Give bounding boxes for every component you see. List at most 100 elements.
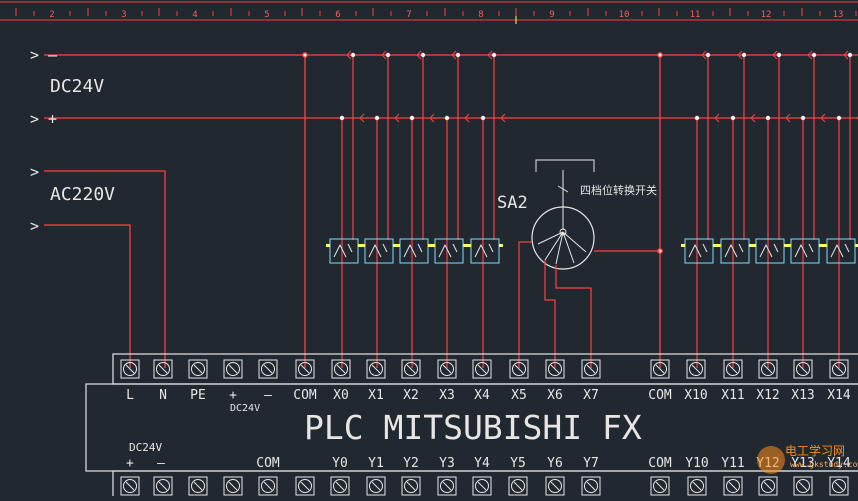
terminal-screw-slot [728, 364, 738, 374]
output-terminal-label: Y4 [474, 456, 490, 471]
sensor-contact-icon [333, 243, 353, 258]
terminal-screw-icon [512, 362, 526, 376]
junction-dot [694, 115, 700, 121]
input-terminal [723, 359, 743, 379]
terminal-screw-slot [691, 364, 701, 374]
terminal-screw-slot [336, 364, 346, 374]
terminal-screw-slot [477, 481, 487, 491]
x5-wire [518, 241, 532, 368]
bottom-minus-label: — [157, 456, 165, 471]
output-terminal [437, 476, 457, 496]
bottom-plus-label: + [126, 456, 134, 471]
terminal-screw-slot [335, 481, 345, 491]
junction-dot [480, 115, 486, 121]
sensor-box [364, 238, 394, 264]
sensor-box [826, 238, 856, 264]
proximity-sensor [396, 50, 435, 368]
junction-dot [339, 115, 345, 121]
input-terminal [545, 359, 565, 379]
ruler-number: 8 [478, 10, 483, 20]
ruler-number: 6 [335, 10, 340, 20]
junction-dot [836, 115, 842, 121]
input-terminal-strip [112, 353, 858, 385]
input-terminal-label: L [126, 388, 134, 403]
terminal-screw-slot [263, 481, 273, 491]
junction-dot [302, 52, 308, 58]
ac-neutral-label: > [30, 217, 39, 235]
junction-dot [350, 52, 356, 58]
junction-dot [420, 52, 426, 58]
bus-arrow [701, 50, 707, 60]
terminal-screw-icon [548, 479, 562, 493]
terminal-screw-slot [834, 364, 844, 374]
sensor-pin [787, 244, 791, 247]
terminal-screw-icon [191, 479, 205, 493]
terminal-screw-slot [228, 481, 238, 491]
terminal-screw-slot [550, 481, 560, 491]
input-terminal [581, 359, 601, 379]
watermark-site: www.gkstudy.com [790, 460, 858, 469]
sensor-pin [463, 244, 467, 247]
bus-arrow [737, 50, 743, 60]
terminal-screw-icon [584, 362, 598, 376]
junction-dot [455, 52, 461, 58]
input-terminal-label: X14 [827, 388, 851, 403]
output-terminal-label: Y13 [791, 456, 814, 471]
input-terminal [472, 359, 492, 379]
terminal-screw-icon [123, 362, 137, 376]
output-terminal [153, 476, 173, 496]
bus-arrow [429, 113, 435, 123]
terminal-screw-slot [371, 364, 381, 374]
input-terminal-label: X7 [583, 388, 599, 403]
dc-minus-label: > — [30, 46, 58, 64]
output-terminal-label: Y14 [827, 456, 851, 471]
input-terminal-label: COM [648, 388, 672, 403]
terminal-screw-icon [653, 479, 667, 493]
terminal-screw-icon [653, 362, 667, 376]
terminal-screw-slot [158, 364, 168, 374]
terminal-screw-icon [690, 479, 704, 493]
input-terminal-label: X6 [547, 388, 563, 403]
terminal-screw-slot [442, 364, 452, 374]
junction-dot [374, 115, 380, 121]
ruler-number: 9 [549, 10, 554, 20]
input-terminal [829, 359, 849, 379]
terminal-screw-icon [226, 362, 240, 376]
output-terminal [295, 476, 315, 496]
sensor-contact-icon [830, 243, 850, 258]
ac-line-wire [44, 170, 166, 368]
input-terminal-label: X2 [403, 388, 419, 403]
terminal-screw-slot [371, 481, 381, 491]
bus-arrow [772, 50, 778, 60]
input-terminal-label: + [229, 388, 237, 403]
input-terminal-label: COM [293, 388, 317, 403]
ruler-number: 13 [833, 10, 844, 20]
output-terminal [723, 476, 743, 496]
ac-line-label: > [30, 163, 39, 181]
ruler-number: 5 [264, 10, 269, 20]
terminal-screw-slot [798, 364, 808, 374]
watermark-gear-icon [757, 446, 785, 474]
terminal-screw-slot [125, 481, 135, 491]
proximity-sensor [681, 50, 720, 368]
sensor-pin [784, 244, 788, 247]
sensor-box [399, 238, 429, 264]
terminal-screw-slot [125, 364, 135, 374]
input-terminal [153, 359, 173, 379]
selector-contact-4 [562, 231, 587, 253]
input-terminal [295, 359, 315, 379]
terminal-screw-slot [798, 481, 808, 491]
proximity-sensor [431, 50, 470, 368]
terminal-screw-slot [406, 481, 416, 491]
output-terminal-label: Y2 [403, 456, 419, 471]
selector-description: 四档位转换开关 [580, 183, 657, 197]
terminal-screw-icon [440, 362, 454, 376]
terminal-screw-slot [300, 481, 310, 491]
output-terminal [223, 476, 243, 496]
bus-arrow [500, 113, 506, 123]
terminal-screw-slot [586, 481, 596, 491]
ac220v-label: AC220V [50, 184, 115, 205]
output-terminal [650, 476, 670, 496]
terminal-screw-slot [834, 481, 844, 491]
terminal-screw-icon [511, 479, 525, 493]
